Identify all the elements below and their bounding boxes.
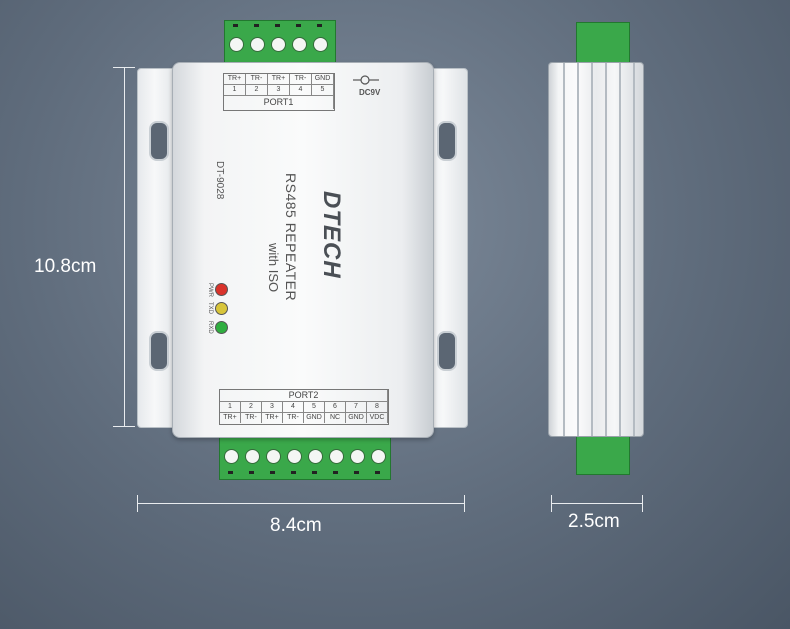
port2-pin-label: TR+	[220, 413, 241, 423]
terminal-screw	[287, 449, 302, 464]
port1-pin-label: GND	[312, 74, 334, 85]
terminal-screw	[329, 449, 344, 464]
port2-pin-number: 1	[220, 402, 241, 413]
port2-pin-label: TR-	[241, 413, 262, 423]
terminal-pin	[312, 471, 317, 474]
side-rib	[619, 63, 621, 436]
port1-pin-number: 2	[246, 85, 268, 96]
terminal-pin	[233, 24, 238, 27]
brand-logo: DTECH	[318, 191, 345, 279]
device-side-enclosure	[548, 62, 644, 437]
port1-pin-number: 3	[268, 85, 290, 96]
dc-power-label: DC9V	[359, 88, 381, 97]
width-dimension-cap-right	[464, 495, 465, 512]
side-rib	[605, 63, 607, 436]
txd-led	[215, 302, 228, 315]
terminal-pin	[254, 24, 259, 27]
led-label-txd: TXD	[207, 302, 213, 314]
port2-pin-number: 6	[325, 402, 346, 413]
port1-pin-number: 4	[290, 85, 312, 96]
port1-terminal-block	[224, 20, 336, 64]
width-dimension-label: 8.4cm	[270, 515, 322, 536]
terminal-screw	[350, 449, 365, 464]
side-rib	[633, 63, 635, 436]
port2-name: PORT2	[220, 390, 388, 402]
port2-pin-number: 7	[346, 402, 367, 413]
port1-name: PORT1	[224, 96, 334, 109]
height-dimension-cap-top	[113, 67, 135, 68]
dc-power-icon	[353, 75, 379, 85]
terminal-pin	[275, 24, 280, 27]
port2-pin-label: GND	[346, 413, 367, 423]
rxd-led	[215, 321, 228, 334]
width-dimension-line	[137, 503, 465, 504]
mounting-slot	[149, 331, 169, 371]
port1-pin-label: TR-	[290, 74, 312, 85]
port1-pin-number: 5	[312, 85, 334, 96]
terminal-screw	[271, 37, 286, 52]
port1-pin-label: TR+	[224, 74, 246, 85]
terminal-pin	[270, 471, 275, 474]
terminal-pin	[354, 471, 359, 474]
terminal-pin	[317, 24, 322, 27]
power-led	[215, 283, 228, 296]
product-subtitle: with ISO	[266, 243, 281, 293]
terminal-screw	[250, 37, 265, 52]
port2-pin-label: VDC	[367, 413, 388, 423]
mounting-slot	[437, 121, 457, 161]
side-bottom-terminal-block	[576, 435, 630, 475]
side-rib	[577, 63, 579, 436]
depth-dimension-cap-left	[551, 495, 552, 512]
terminal-pin	[249, 471, 254, 474]
port2-pin-number: 5	[304, 402, 325, 413]
height-dimension-label: 10.8cm	[34, 256, 97, 277]
side-rib	[563, 63, 565, 436]
terminal-screw	[245, 449, 260, 464]
product-name: RS485 REPEATER	[283, 173, 299, 302]
height-dimension-cap-bottom	[113, 426, 135, 427]
terminal-screw	[229, 37, 244, 52]
side-top-terminal-block	[576, 22, 630, 64]
mounting-slot	[149, 121, 169, 161]
terminal-screw	[308, 449, 323, 464]
terminal-pin	[296, 24, 301, 27]
port2-pin-label: TR-	[283, 413, 304, 423]
port2-terminal-block	[219, 436, 391, 480]
terminal-screw	[371, 449, 386, 464]
port1-pin-label: TR+	[268, 74, 290, 85]
port2-pin-label: GND	[304, 413, 325, 423]
device-front-enclosure: TR+ TR- TR+ TR- GND 1 2 3 4 5 PORT1 DC9V…	[172, 62, 434, 438]
depth-dimension-line	[551, 503, 643, 504]
model-number: DT-9028	[214, 161, 225, 200]
port2-label-table: PORT2 1 2 3 4 5 6 7 8 TR+ TR- TR+ TR- GN…	[219, 389, 389, 425]
depth-dimension-cap-right	[642, 495, 643, 512]
led-label-rxd: RXD	[207, 321, 213, 334]
port2-pin-number: 3	[262, 402, 283, 413]
height-dimension-line	[124, 67, 125, 427]
mounting-slot	[437, 331, 457, 371]
terminal-screw	[313, 37, 328, 52]
terminal-pin	[375, 471, 380, 474]
width-dimension-cap-left	[137, 495, 138, 512]
terminal-screw	[266, 449, 281, 464]
side-rib	[591, 63, 593, 436]
led-label-pwr: PWR	[207, 283, 213, 297]
port1-label-table: TR+ TR- TR+ TR- GND 1 2 3 4 5 PORT1	[223, 73, 335, 111]
port1-pin-label: TR-	[246, 74, 268, 85]
terminal-screw	[224, 449, 239, 464]
depth-dimension-label: 2.5cm	[568, 511, 620, 532]
terminal-pin	[291, 471, 296, 474]
port1-pin-number: 1	[224, 85, 246, 96]
port2-pin-number: 4	[283, 402, 304, 413]
port2-pin-label: NC	[325, 413, 346, 423]
port2-pin-label: TR+	[262, 413, 283, 423]
terminal-pin	[228, 471, 233, 474]
terminal-screw	[292, 37, 307, 52]
port2-pin-number: 2	[241, 402, 262, 413]
terminal-pin	[333, 471, 338, 474]
port2-pin-number: 8	[367, 402, 388, 413]
